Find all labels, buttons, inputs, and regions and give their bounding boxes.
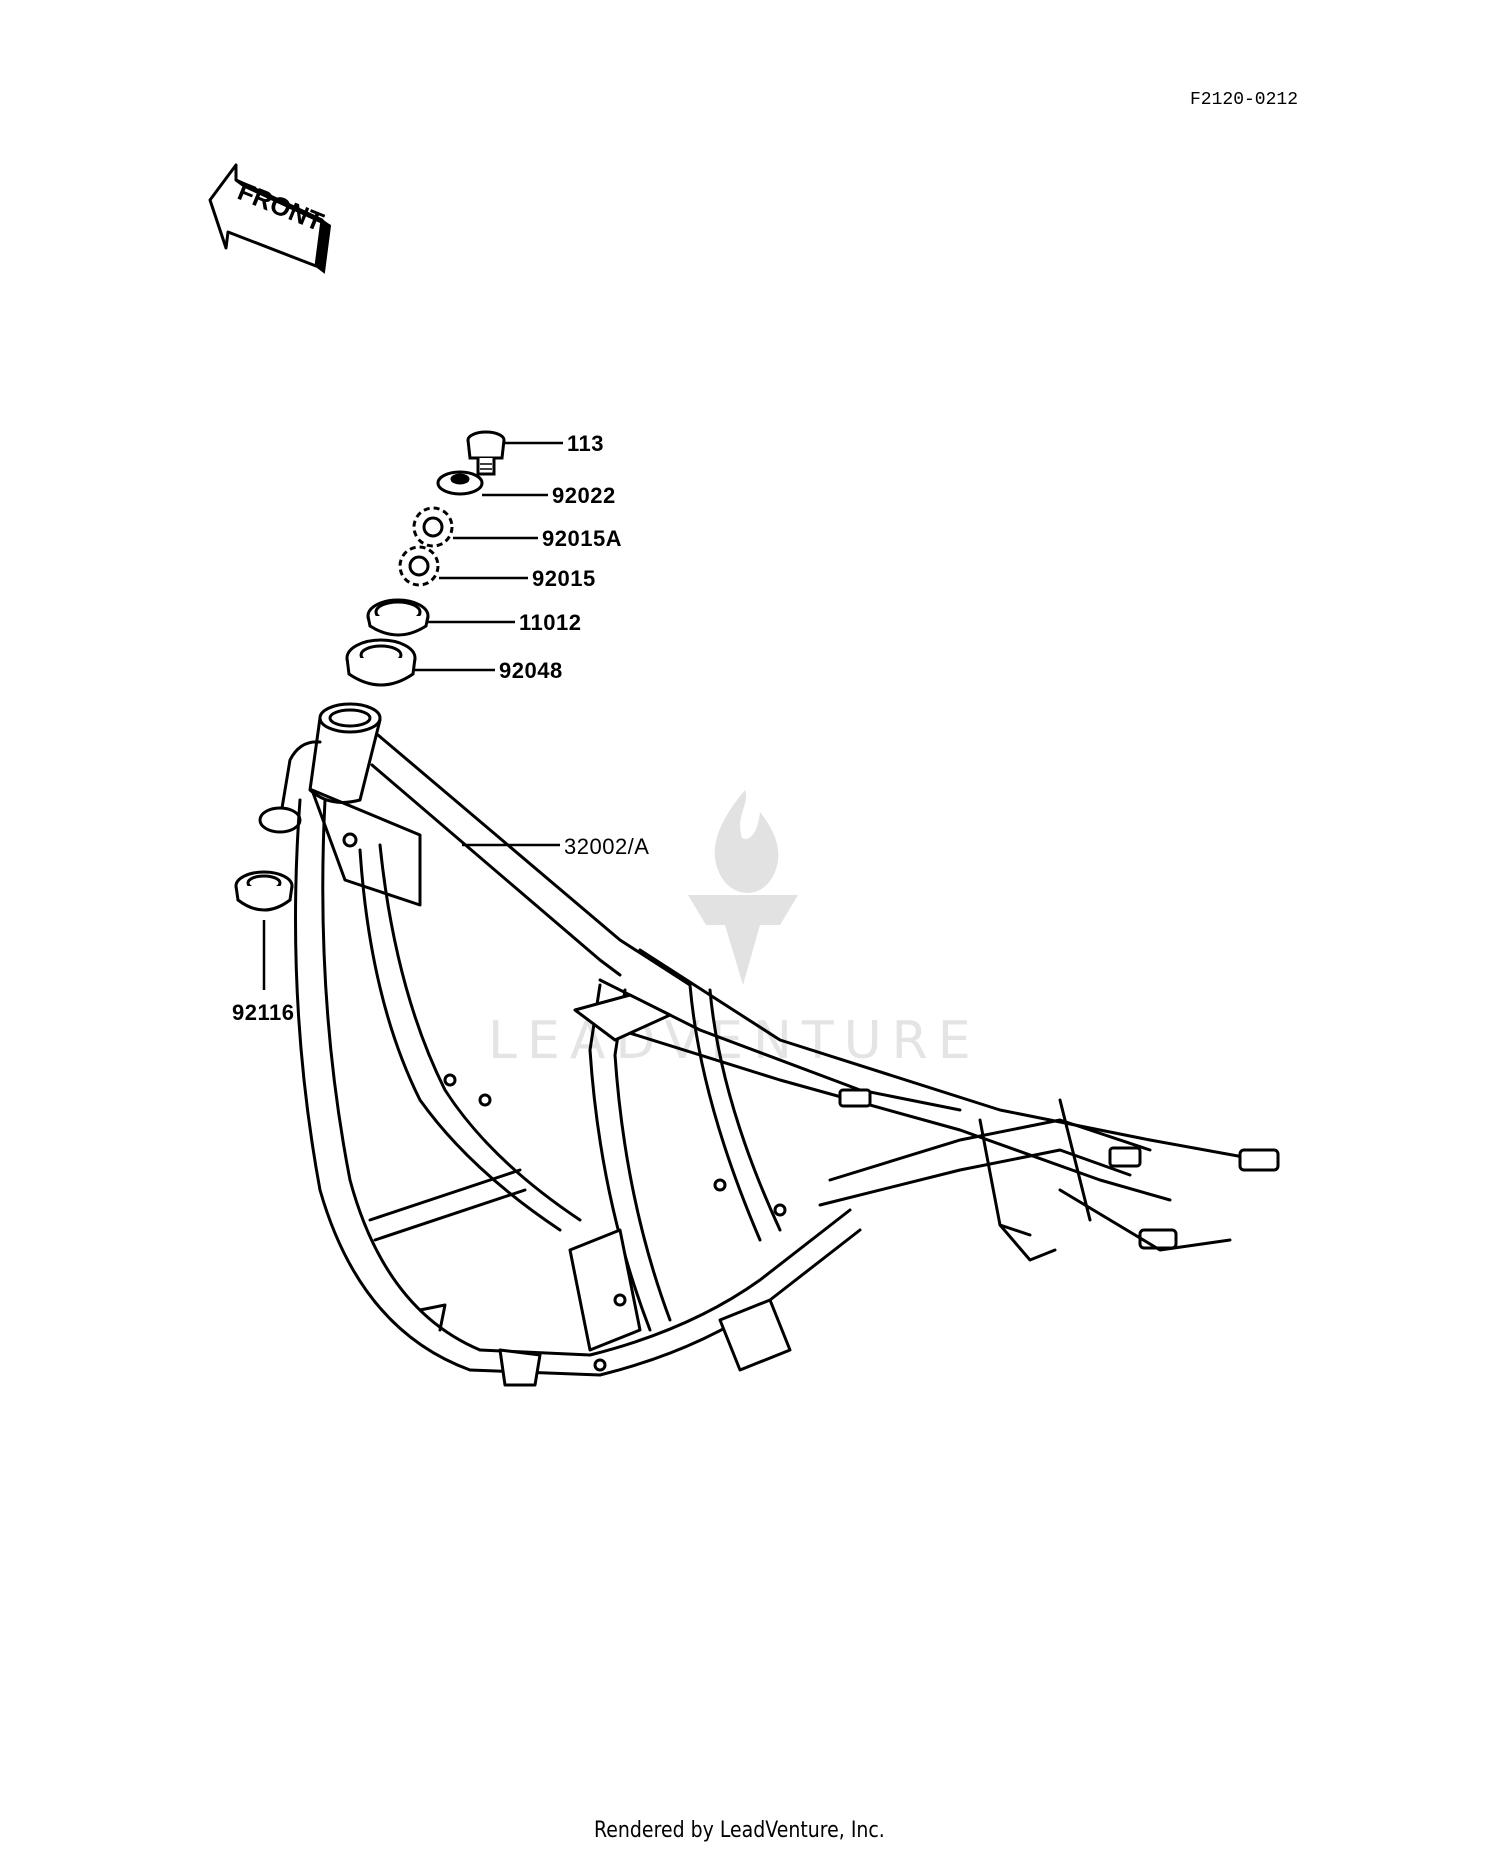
part-label-113: 113 bbox=[567, 431, 604, 456]
leader-lines bbox=[262, 441, 563, 990]
render-credit: Rendered by LeadVenture, Inc. bbox=[594, 1818, 885, 1843]
front-arrow-icon: FRONT bbox=[208, 163, 332, 274]
part-label-92015: 92015 bbox=[532, 566, 596, 591]
frame-32002 bbox=[258, 702, 1280, 1387]
nut-92015 bbox=[398, 545, 440, 587]
leadventure-watermark: LEADVENTURE bbox=[488, 790, 981, 1071]
bearing-92048 bbox=[345, 638, 417, 687]
part-label-11012: 11012 bbox=[519, 610, 582, 635]
svg-text:LEADVENTURE: LEADVENTURE bbox=[488, 1011, 981, 1071]
part-label-92048: 92048 bbox=[499, 658, 563, 683]
part-label-92022: 92022 bbox=[552, 483, 616, 508]
diagram-code: F2120-0212 bbox=[1190, 90, 1299, 110]
washer-92022 bbox=[436, 470, 484, 496]
flame-icon bbox=[714, 790, 779, 893]
bearing-cup-11012 bbox=[366, 598, 430, 637]
part-label-92116: 92116 bbox=[232, 1000, 295, 1025]
head-bolt-113 bbox=[466, 430, 506, 476]
bearing-92116 bbox=[234, 870, 294, 912]
lock-washer-92015a bbox=[412, 506, 454, 548]
part-label-32002a: 32002/A bbox=[564, 834, 650, 859]
part-label-92015a: 92015A bbox=[542, 526, 623, 551]
v-logo-icon bbox=[688, 895, 798, 985]
